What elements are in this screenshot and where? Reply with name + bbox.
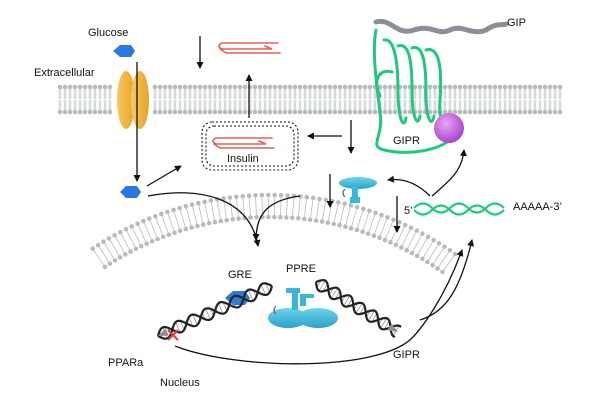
glucose-transporter bbox=[117, 71, 149, 129]
label-insulin: Insulin bbox=[227, 154, 259, 165]
label-gipr-receptor: GIPR bbox=[393, 136, 420, 147]
arrow-mrna-to-receptor bbox=[388, 180, 430, 196]
nuclear-membrane bbox=[90, 193, 457, 275]
label-glucose: Glucose bbox=[88, 28, 128, 39]
label-nucleus: Nucleus bbox=[160, 378, 200, 389]
label-ppara: PPARa bbox=[108, 358, 143, 369]
gipr-mrna bbox=[414, 204, 504, 215]
ppara-receptor-complex bbox=[268, 288, 338, 328]
label-extracellular: Extracellular bbox=[34, 68, 95, 79]
dna-helix-gre bbox=[158, 283, 272, 338]
arrow-mrna-to-gipr bbox=[432, 150, 464, 196]
label-gre: GRE bbox=[228, 270, 252, 281]
nuclear-receptor-cytoplasmic bbox=[339, 177, 377, 203]
gip-peptide bbox=[376, 21, 506, 31]
label-five-prime: 5’ bbox=[404, 206, 413, 217]
arrow-ppara-to-gipr bbox=[175, 250, 462, 364]
label-ppre: PPRE bbox=[286, 264, 316, 275]
label-gipr-gene: GIPR bbox=[393, 350, 420, 361]
glucose-molecule-intracellular bbox=[120, 186, 141, 198]
label-poly-a: AAAAA-3’ bbox=[513, 202, 562, 213]
arrow-glucose-to-granule bbox=[147, 166, 181, 186]
glucose-molecule-extracellular bbox=[113, 45, 135, 57]
dna-helix-gipr-gene bbox=[316, 280, 401, 337]
g-protein-sphere bbox=[434, 113, 464, 143]
arrow-gipr-gene-to-mrna bbox=[420, 240, 472, 320]
label-gip: GIP bbox=[507, 18, 526, 29]
insulin-secreted bbox=[219, 43, 280, 53]
